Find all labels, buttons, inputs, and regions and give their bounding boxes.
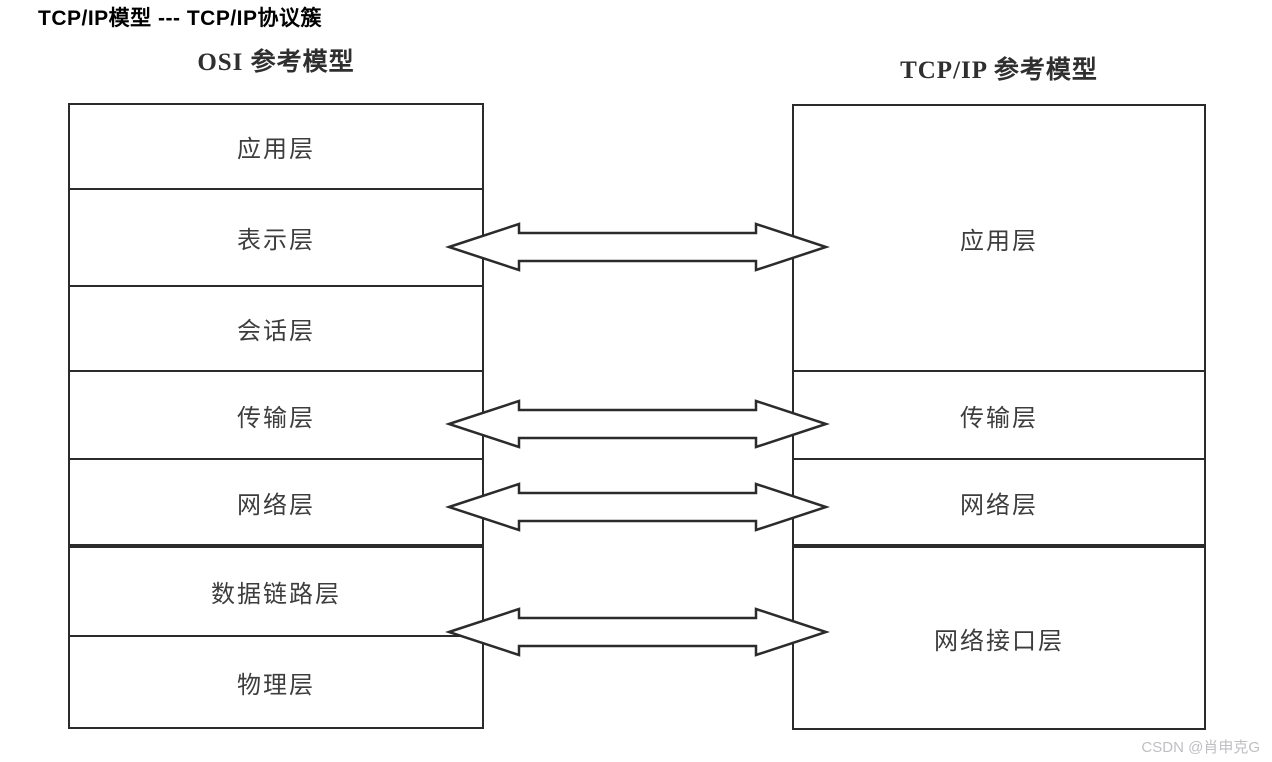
osi-model-header: OSI 参考模型 [197,49,355,76]
bidirectional-arrow-transport [444,399,831,449]
bidirectional-arrow-network [444,482,831,532]
osi-layer-transport: 传输层 [70,372,482,460]
layer-label: 会话层 [237,319,315,345]
osi-layer-physical: 物理层 [70,637,482,727]
osi-layer-datalink: 数据链路层 [70,548,482,637]
layer-label: 物理层 [237,672,315,699]
tcpip-layer-network: 网络层 [794,460,1204,544]
layer-label: 网络层 [960,492,1038,519]
watermark: CSDN @肖申克G [1141,739,1260,756]
page-title: TCP/IP模型 --- TCP/IP协议簇 [38,7,322,30]
osi-upper-stack: 应用层 表示层 会话层 传输层 网络层 [68,103,484,546]
layer-label: 网络接口层 [934,628,1064,655]
tcpip-layer-network-interface: 网络接口层 [794,548,1204,728]
tcpip-layer-application: 应用层 [794,106,1204,372]
layer-label: 传输层 [960,405,1038,432]
tcpip-lower-stack: 网络接口层 [792,546,1206,730]
tcpip-model-header: TCP/IP 参考模型 [900,57,1098,84]
bidirectional-arrow-presentation-application [444,222,831,272]
layer-label: 数据链路层 [211,582,341,608]
layer-label: 表示层 [237,228,315,254]
osi-layer-presentation: 表示层 [70,190,482,287]
layer-label: 应用层 [960,228,1038,255]
layer-label: 传输层 [237,405,315,432]
layer-label: 应用层 [237,137,315,163]
tcpip-upper-stack: 应用层 传输层 网络层 [792,104,1206,546]
osi-lower-stack: 数据链路层 物理层 [68,546,484,729]
layer-label: 网络层 [237,492,315,519]
osi-layer-application: 应用层 [70,105,482,190]
osi-layer-session: 会话层 [70,287,482,372]
osi-layer-network: 网络层 [70,460,482,544]
bidirectional-arrow-datalink-interface [444,607,831,657]
tcpip-layer-transport: 传输层 [794,372,1204,460]
